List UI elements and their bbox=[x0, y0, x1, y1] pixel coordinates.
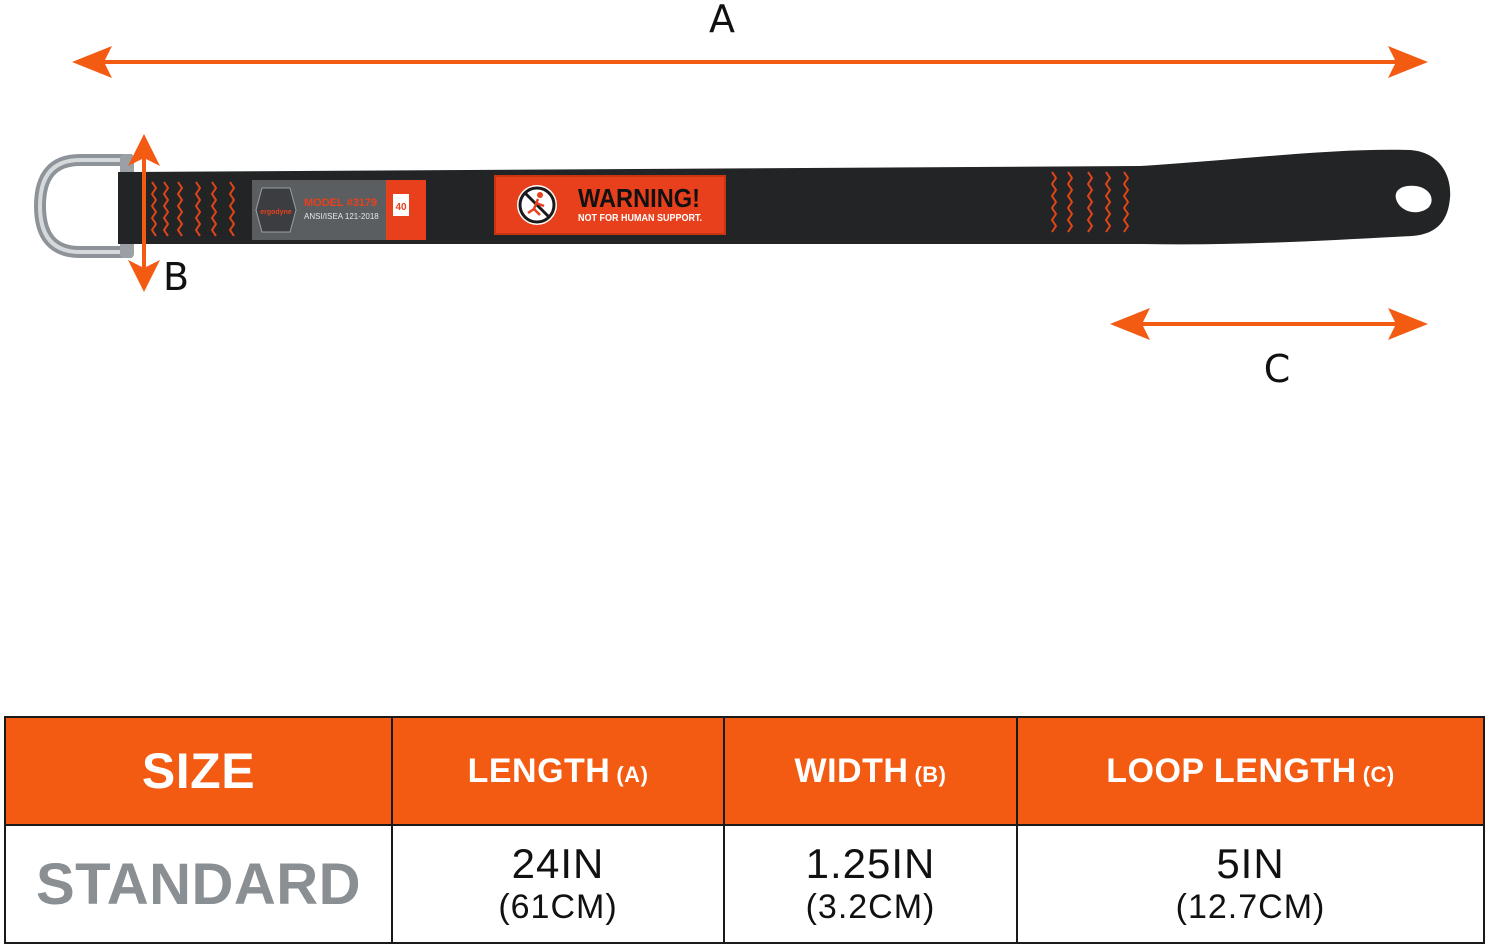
table-row: STANDARD 24IN (61CM) 1.25IN (3.2CM) 5IN … bbox=[4, 824, 1485, 944]
warning-label: WARNING! NOT FOR HUMAN SUPPORT. bbox=[494, 175, 726, 235]
model-number: MODEL #3179 bbox=[304, 197, 377, 209]
dimension-b-label: B bbox=[163, 255, 189, 299]
arrow-left-icon bbox=[1110, 308, 1150, 340]
dimension-b: B bbox=[128, 134, 189, 299]
arrow-left-icon bbox=[72, 46, 112, 78]
width-cell: 1.25IN (3.2CM) bbox=[723, 824, 1018, 944]
dimension-c: C bbox=[1110, 308, 1428, 391]
brand-name: ergodyne bbox=[260, 209, 292, 216]
stitching-right bbox=[1050, 171, 1130, 233]
size-table: SIZE LENGTH(A) WIDTH(B) LOOP LENGTH(C) S… bbox=[4, 716, 1485, 944]
arrow-up-icon bbox=[128, 134, 160, 166]
brand-logo-icon bbox=[255, 187, 297, 233]
row-label: STANDARD bbox=[35, 851, 362, 917]
length-cell: 24IN (61CM) bbox=[391, 824, 725, 944]
loop-length-cell: 5IN (12.7CM) bbox=[1016, 824, 1485, 944]
weight-rating: 40 bbox=[395, 202, 407, 213]
stitching-left bbox=[150, 181, 236, 237]
strap: ergodyne MODEL #3179 ANSI/ISEA 121-2018 … bbox=[33, 149, 1451, 258]
warning-title: WARNING! bbox=[578, 183, 700, 213]
arrow-down-icon bbox=[128, 260, 160, 292]
strap-diagram: A ergodyne MODEL #3179 ANS bbox=[33, 0, 1451, 391]
header-size: SIZE bbox=[4, 716, 393, 826]
standard-text: ANSI/ISEA 121-2018 bbox=[304, 212, 379, 221]
model-label: ergodyne MODEL #3179 ANSI/ISEA 121-2018 … bbox=[252, 180, 426, 240]
dimension-c-label: C bbox=[1264, 347, 1291, 391]
arrow-right-icon bbox=[1388, 46, 1428, 78]
no-fall-person-icon bbox=[517, 185, 557, 225]
header-width: WIDTH(B) bbox=[723, 716, 1018, 826]
warning-text: NOT FOR HUMAN SUPPORT. bbox=[578, 213, 702, 224]
header-loop-length: LOOP LENGTH(C) bbox=[1016, 716, 1485, 826]
dimension-a: A bbox=[72, 0, 1428, 78]
table-header-row: SIZE LENGTH(A) WIDTH(B) LOOP LENGTH(C) bbox=[4, 716, 1485, 826]
header-length: LENGTH(A) bbox=[391, 716, 725, 826]
row-label-cell: STANDARD bbox=[4, 824, 393, 944]
dimension-a-label: A bbox=[709, 0, 735, 41]
arrow-right-icon bbox=[1388, 308, 1428, 340]
